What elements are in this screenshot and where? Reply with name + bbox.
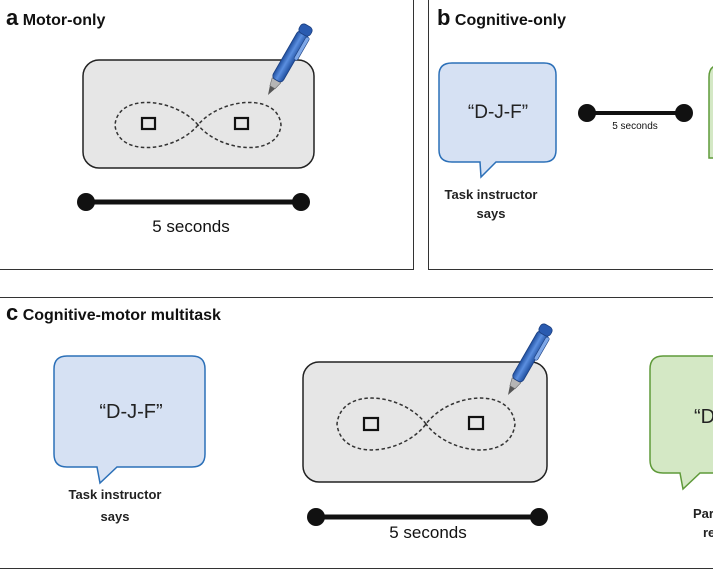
panel-b-speech-bubble <box>438 62 557 179</box>
panel-c-title: c Cognitive-motor multitask <box>6 300 221 326</box>
panel-b-title: b Cognitive-only <box>437 5 566 31</box>
panel-c-tracing-card <box>302 361 548 483</box>
panel-a-name: Motor-only <box>22 12 106 29</box>
panel-c-speaker-line2: says <box>101 509 130 524</box>
panel-b-frame <box>428 0 713 270</box>
panel-b-duration-label: 5 seconds <box>612 121 658 132</box>
panel-a-frame <box>0 0 414 270</box>
panel-c-duration-bar <box>307 508 548 526</box>
panel-b-speech-text: “D-J-F” <box>468 102 528 123</box>
panel-a-tracing-card <box>82 59 315 169</box>
panel-a-title: a Motor-only <box>6 5 105 31</box>
panel-b-duration-bar <box>578 104 693 122</box>
target-square-icon <box>233 116 250 131</box>
panel-c-response-speech-partial: “D <box>694 406 713 428</box>
panel-c-responder-line2-partial: re <box>703 525 713 540</box>
panel-c-duration-label: 5 seconds <box>389 523 467 542</box>
target-square-icon <box>362 416 380 432</box>
target-square-icon <box>140 116 157 131</box>
panel-c-speech-text: “D-J-F” <box>99 401 162 423</box>
panel-c-name: Cognitive-motor multitask <box>22 307 221 324</box>
panel-b-speaker-line1: Task instructor <box>445 187 538 202</box>
panel-b-name: Cognitive-only <box>454 12 567 29</box>
panel-c-figure-eight <box>336 397 516 451</box>
target-square-icon <box>467 415 485 431</box>
panel-b-speaker-line2: says <box>477 206 506 221</box>
panel-c-speech-bubble <box>53 355 206 485</box>
panel-c-response-bubble-partial <box>649 355 713 491</box>
panel-a-letter: a <box>6 5 19 30</box>
panel-a-duration-bar <box>77 193 310 211</box>
panel-a-figure-eight <box>114 101 282 149</box>
panel-b-letter: b <box>437 5 451 30</box>
panel-c-responder-line1-partial: Par <box>693 506 713 521</box>
panel-c-speaker-line1: Task instructor <box>69 487 162 502</box>
panel-c-letter: c <box>6 300 19 325</box>
panel-a-duration-label: 5 seconds <box>152 217 230 236</box>
panel-b-response-bubble-partial <box>708 65 713 159</box>
